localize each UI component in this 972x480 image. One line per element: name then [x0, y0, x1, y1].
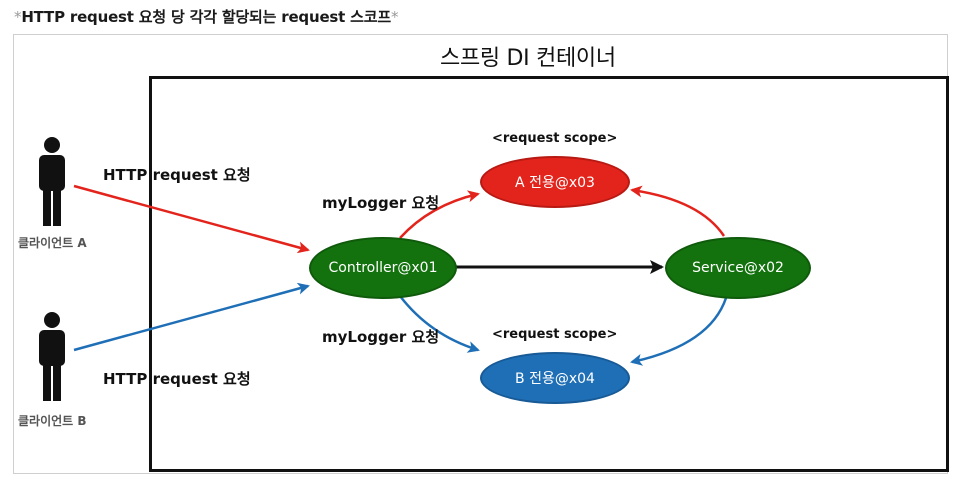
controller-to-bean-b-arrow: [399, 295, 480, 353]
client-a-request-label: HTTP request 요청: [103, 166, 251, 184]
client-b-label: 클라이언트 B: [18, 414, 87, 428]
bean-a-scope-label: <request scope>: [492, 131, 618, 146]
client-a-request-arrow: [73, 184, 310, 254]
service-to-bean-b-arrow: [630, 297, 728, 366]
spring-di-container: [149, 76, 949, 472]
service-to-bean-a-arrow: [630, 185, 726, 237]
bean-a-node: A 전용@x03: [480, 156, 630, 208]
client-b-request-label: HTTP request 요청: [103, 370, 251, 388]
container-title: 스프링 DI 컨테이너: [440, 46, 616, 71]
page-heading: *HTTP request 요청 당 각각 할당되는 request 스코프*: [14, 8, 399, 26]
controller-to-bean-a-arrow: [399, 190, 480, 239]
bean-b-node: B 전용@x04: [480, 352, 630, 404]
mylogger-bottom-label: myLogger 요청: [322, 328, 440, 346]
client-b-request-arrow: [73, 282, 310, 352]
mylogger-top-label: myLogger 요청: [322, 194, 440, 212]
client-b-person-icon: [39, 312, 65, 401]
controller-node: Controller@x01: [309, 237, 457, 299]
service-node: Service@x02: [665, 237, 811, 299]
client-a-person-icon: [39, 137, 65, 226]
bean-b-scope-label: <request scope>: [492, 327, 618, 342]
client-a-label: 클라이언트 A: [18, 236, 87, 250]
